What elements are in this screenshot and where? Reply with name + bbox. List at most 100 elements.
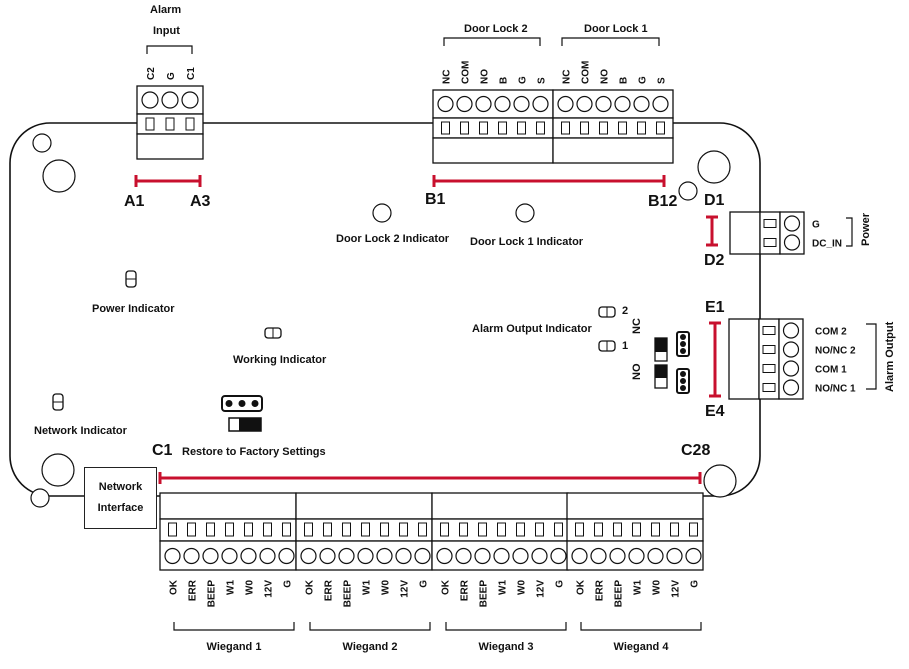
wiegand-4-latch <box>632 522 641 537</box>
led-2-label: 2 <box>622 305 629 317</box>
alarm-input-latch <box>165 117 175 131</box>
mounting-hole <box>30 488 50 508</box>
wiegand-2-screw <box>319 547 336 565</box>
wiegand-1-bracket <box>173 622 295 631</box>
power-terminal-base <box>729 211 761 255</box>
code-e4: E4 <box>705 403 725 420</box>
door-lock-2-latch <box>536 121 545 135</box>
code-e1: E1 <box>705 299 725 316</box>
door-lock-1-bracket <box>561 37 660 46</box>
wiegand-1-latch <box>225 522 234 537</box>
no-jumper-pin <box>680 371 686 377</box>
network-interface-port: Network Interface <box>84 467 157 529</box>
alarm-output-terminal-base <box>728 318 760 400</box>
no-jumper-pin <box>680 385 686 391</box>
code-c28: C28 <box>681 442 711 459</box>
restore-factory-label: Restore to Factory Settings <box>182 446 326 458</box>
alarm-input-pin-label: C2 <box>146 67 157 80</box>
wiegand-2-screw <box>376 547 393 565</box>
wiegand-3-pin-label: G <box>555 580 566 588</box>
wiegand-2-pin-label: W1 <box>362 580 373 595</box>
alarm-input-title-line2: Input <box>153 25 180 37</box>
alarm-input-latch <box>145 117 155 131</box>
wiegand-4-pin-label: BEEP <box>614 580 625 608</box>
door-lock-2-latch <box>441 121 450 135</box>
network-interface-line2: Interface <box>97 502 144 514</box>
wiegand-3-screw <box>455 547 472 565</box>
alarm-output-group-label: Alarm Output <box>884 321 896 392</box>
door-lock-1-pin-label: NC <box>562 70 573 84</box>
door-lock-2-pin-label: B <box>499 77 510 84</box>
wiegand-4-latch <box>594 522 603 537</box>
door-lock-1-screw <box>614 95 631 113</box>
wiegand-4-pin-label: W0 <box>652 580 663 595</box>
nc-jumper-pin <box>680 348 686 354</box>
power-terminal-pin-label: G <box>812 220 820 231</box>
power-terminal-latch <box>763 219 777 228</box>
wiegand-4-latch <box>651 522 660 537</box>
alarm-input-latch <box>185 117 195 131</box>
door-lock-1-screw <box>595 95 612 113</box>
wiegand-1-screw <box>278 547 295 565</box>
wiegand-2-screw <box>395 547 412 565</box>
wiegand-2-pin-label: G <box>419 580 430 588</box>
alarm-output-terminal-pin-label: COM 1 <box>815 365 847 376</box>
wiegand-3-latch <box>497 522 506 537</box>
door-lock-1-screw <box>633 95 650 113</box>
wiegand-1-pin-label: 12V <box>264 580 275 598</box>
wiegand-3-latch <box>535 522 544 537</box>
wiegand-2-latch <box>323 522 332 537</box>
alarm-output-terminal-latch <box>762 345 776 354</box>
door-lock-2-indicator-label: Door Lock 2 Indicator <box>336 233 450 245</box>
wiegand-1-screw <box>164 547 181 565</box>
wiegand-3-screw <box>474 547 491 565</box>
wiegand-3-title: Wiegand 3 <box>479 641 534 653</box>
door-lock-2-indicator-led <box>372 203 392 223</box>
restore-jumper-cap-fill <box>239 418 261 431</box>
wiegand-3-latch <box>554 522 563 537</box>
nc-jumper-pin <box>680 334 686 340</box>
wiegand-1-screw <box>259 547 276 565</box>
power-group-label: Power <box>860 212 872 246</box>
wiegand-4-screw <box>590 547 607 565</box>
nc-jumper-label: NC <box>631 318 643 334</box>
door-lock-2-bracket <box>443 37 541 46</box>
wiegand-3-latch <box>440 522 449 537</box>
wiegand-2-title: Wiegand 2 <box>343 641 398 653</box>
power-terminal-latch <box>763 238 777 247</box>
wiegand-2-screw <box>414 547 431 565</box>
wiegand-3-screw <box>436 547 453 565</box>
door-lock-2-screw <box>456 95 473 113</box>
wiegand-1-base <box>159 492 297 520</box>
wiegand-4-screw <box>685 547 702 565</box>
wiegand-1-pin-label: OK <box>169 579 180 595</box>
door-lock-1-screw <box>652 95 669 113</box>
wiegand-3-base <box>431 492 569 520</box>
door-lock-1-indicator-label: Door Lock 1 Indicator <box>470 236 584 248</box>
door-lock-1-pin-label: COM <box>581 61 592 84</box>
wiegand-2-bracket <box>309 622 431 631</box>
code-a1: A1 <box>124 193 145 210</box>
door-lock-2-screw <box>513 95 530 113</box>
nc-jumper-cap-fill <box>655 338 667 352</box>
alarm-output-terminal-latch <box>762 364 776 373</box>
network-interface-line1: Network <box>98 481 143 493</box>
door-lock-2-screw <box>494 95 511 113</box>
wiegand-1-latch <box>187 522 196 537</box>
alarm-output-bracket <box>866 323 877 390</box>
power-terminal-screw <box>783 215 801 232</box>
wiegand-3-screw <box>550 547 567 565</box>
code-b12: B12 <box>648 193 678 210</box>
door-lock-2-screw <box>475 95 492 113</box>
door-lock-1-pin-label: B <box>619 77 630 84</box>
alarm-output-terminal-screw <box>782 360 800 377</box>
door-lock-1-base <box>552 137 674 164</box>
wiegand-1-screw <box>202 547 219 565</box>
door-lock-1-latch-row <box>552 117 674 139</box>
wiegand-1-pin-label: W0 <box>245 580 256 595</box>
power-terminal-screw <box>783 234 801 251</box>
wiegand-4-screw <box>666 547 683 565</box>
door-lock-2-base <box>432 137 554 164</box>
wiegand-3-bracket <box>445 622 567 631</box>
